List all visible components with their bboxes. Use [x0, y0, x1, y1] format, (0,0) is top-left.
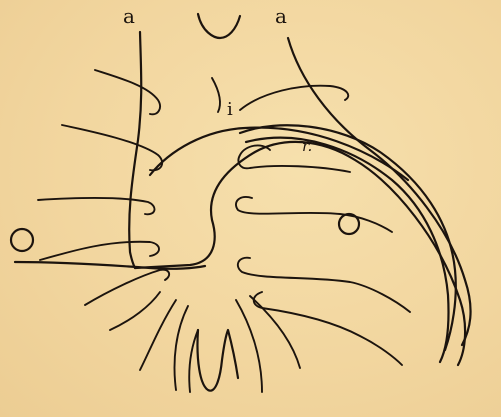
- right-long-curve-1: [288, 38, 471, 345]
- hook-top-right-1: [240, 86, 348, 110]
- bottom-curve-3: [175, 306, 189, 390]
- hook-left-2: [62, 125, 162, 170]
- top-cup-arc: [198, 14, 240, 38]
- hook-left-1: [95, 70, 160, 114]
- label-a-left: a: [123, 6, 135, 26]
- hook-right-4: [254, 292, 402, 365]
- hook-right-2: [236, 197, 392, 232]
- right-long-curve-2: [240, 125, 456, 350]
- left-small-circle: [11, 229, 33, 251]
- label-a-right: a: [275, 6, 287, 26]
- bottom-tongue: [197, 330, 238, 391]
- central-body-top: [150, 128, 408, 180]
- bottom-curve-1: [110, 292, 160, 330]
- hook-left-4: [40, 242, 159, 260]
- bottom-curve-2: [140, 300, 176, 370]
- bottom-curve-4: [236, 300, 262, 392]
- label-i: i: [227, 101, 233, 119]
- hook-left-3: [38, 198, 154, 214]
- central-body-outline: [135, 142, 465, 365]
- left-vertical-line: [129, 32, 141, 268]
- hook-right-3: [238, 258, 410, 312]
- right-small-circle: [339, 214, 359, 234]
- hook-top-center: [212, 78, 220, 112]
- label-r: r.: [302, 139, 312, 154]
- hook-left-5: [85, 270, 169, 305]
